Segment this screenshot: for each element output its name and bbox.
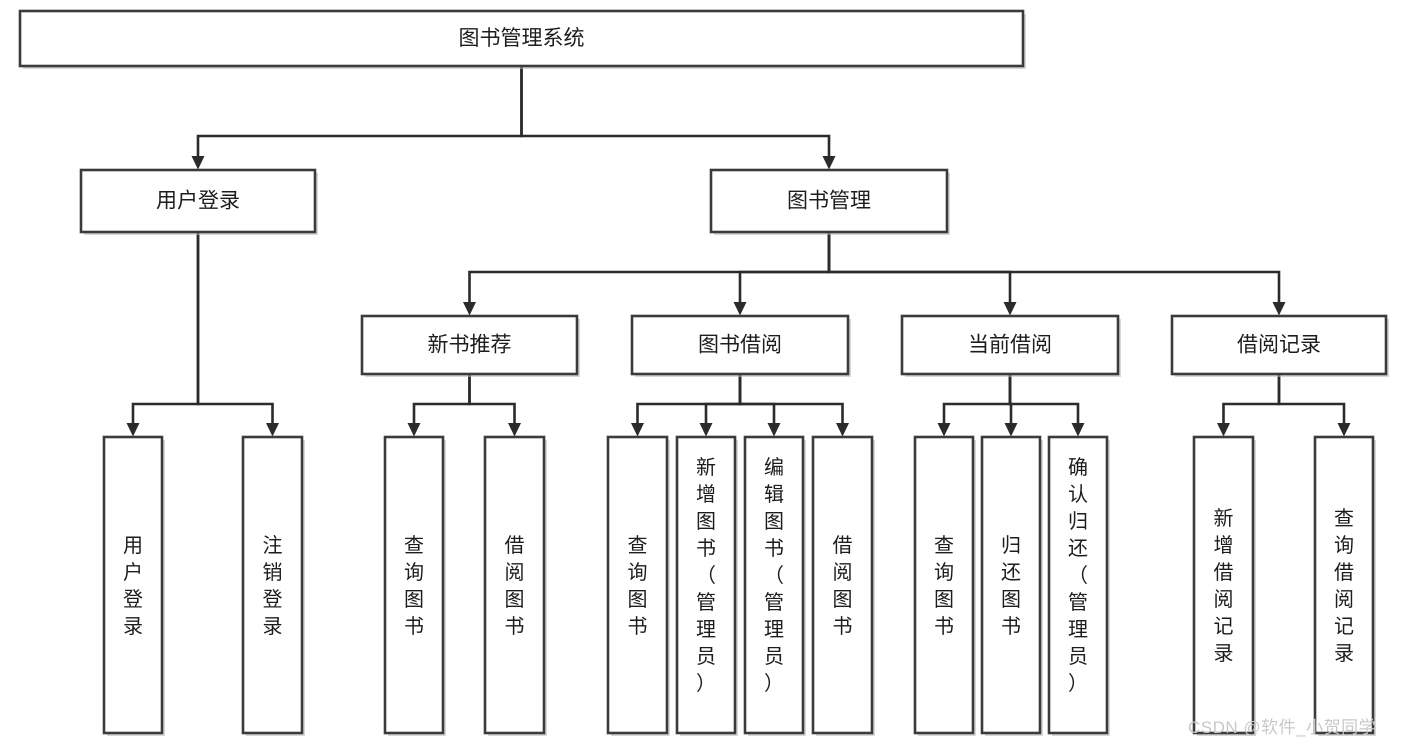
arrow-head-icon bbox=[1003, 302, 1017, 316]
node-rect[interactable] bbox=[102, 435, 164, 735]
node-label: 图书管理 bbox=[787, 190, 871, 213]
node-label: 新增图书（管理员） bbox=[696, 456, 716, 695]
arrow-head-icon bbox=[407, 423, 421, 437]
node-rect[interactable] bbox=[1170, 314, 1388, 376]
node-leaf-return-book[interactable]: 归还图书 bbox=[980, 435, 1043, 736]
node-current-borrow[interactable]: 当前借阅 bbox=[900, 314, 1121, 377]
connector-book-borrow-to-leaf-add-book bbox=[699, 374, 742, 437]
arrow-head-icon bbox=[463, 302, 476, 316]
nodes-layer: 图书管理系统用户登录图书管理新书推荐图书借阅当前借阅借阅记录用户登录注销登录查询… bbox=[18, 9, 1389, 736]
node-rect[interactable] bbox=[79, 168, 317, 234]
node-rect[interactable] bbox=[630, 314, 850, 376]
arrow-head-icon bbox=[191, 156, 205, 170]
node-rect[interactable] bbox=[675, 435, 737, 735]
arrow-head-icon bbox=[699, 423, 713, 437]
connector-current-borrow-to-leaf-confirm-return bbox=[1008, 374, 1085, 437]
node-leaf-query-book-1[interactable]: 查询图书 bbox=[383, 435, 446, 736]
connector-book-manage-to-book-borrow bbox=[733, 232, 831, 316]
arrow-head-icon bbox=[1071, 423, 1085, 437]
node-leaf-query-book-3[interactable]: 查询图书 bbox=[913, 435, 976, 736]
connector-borrow-record-to-leaf-add-record bbox=[1217, 374, 1281, 437]
node-leaf-user-logout[interactable]: 注销登录 bbox=[241, 435, 305, 736]
node-label: 图书管理系统 bbox=[459, 27, 585, 50]
node-leaf-add-record[interactable]: 新增借阅记录 bbox=[1192, 435, 1256, 736]
node-root[interactable]: 图书管理系统 bbox=[18, 9, 1026, 69]
node-rect[interactable] bbox=[606, 435, 669, 735]
node-new-book-rec[interactable]: 新书推荐 bbox=[360, 314, 580, 377]
node-rect[interactable] bbox=[709, 168, 949, 234]
node-rect[interactable] bbox=[900, 314, 1120, 376]
connector-root-to-book-manage bbox=[520, 66, 836, 170]
node-rect[interactable] bbox=[18, 9, 1025, 68]
node-leaf-confirm-return[interactable]: 确认归还（管理员） bbox=[1047, 435, 1110, 736]
arrow-head-icon bbox=[266, 423, 279, 437]
node-leaf-edit-book[interactable]: 编辑图书（管理员） bbox=[743, 435, 806, 736]
node-label: 编辑图书（管理员） bbox=[764, 456, 784, 695]
node-leaf-query-record[interactable]: 查询借阅记录 bbox=[1313, 435, 1376, 736]
node-borrow-record[interactable]: 借阅记录 bbox=[1170, 314, 1389, 377]
node-label: 归还图书 bbox=[1001, 534, 1021, 638]
node-rect[interactable] bbox=[360, 314, 579, 376]
connector-new-book-rec-to-leaf-borrow-book-1 bbox=[468, 374, 521, 437]
node-label: 查询图书 bbox=[934, 534, 954, 638]
arrow-head-icon bbox=[1217, 423, 1230, 437]
connector-book-manage-to-borrow-record bbox=[827, 232, 1286, 316]
node-book-borrow[interactable]: 图书借阅 bbox=[630, 314, 851, 377]
node-rect[interactable] bbox=[913, 435, 975, 735]
node-label: 查询图书 bbox=[628, 534, 648, 638]
connector-book-borrow-to-leaf-borrow-book-2 bbox=[738, 374, 849, 437]
connector-new-book-rec-to-leaf-query-book-1 bbox=[407, 374, 471, 437]
node-label: 图书借阅 bbox=[698, 334, 782, 357]
node-label: 注销登录 bbox=[263, 534, 283, 638]
node-leaf-query-book-2[interactable]: 查询图书 bbox=[606, 435, 670, 736]
node-label: 借阅图书 bbox=[833, 534, 853, 638]
arrow-head-icon bbox=[733, 302, 747, 316]
node-leaf-user-login[interactable]: 用户登录 bbox=[102, 435, 165, 736]
node-book-manage[interactable]: 图书管理 bbox=[709, 168, 950, 235]
arrow-head-icon bbox=[126, 423, 140, 437]
node-label: 确认归还（管理员） bbox=[1068, 456, 1088, 695]
node-leaf-add-book[interactable]: 新增图书（管理员） bbox=[675, 435, 738, 736]
node-rect[interactable] bbox=[980, 435, 1042, 735]
arrow-head-icon bbox=[836, 423, 849, 437]
connector-borrow-record-to-leaf-query-record bbox=[1277, 374, 1351, 437]
arrow-head-icon bbox=[631, 423, 644, 437]
arrow-head-icon bbox=[1004, 423, 1018, 437]
connector-book-manage-to-new-book-rec bbox=[463, 232, 831, 316]
node-label: 查询图书 bbox=[404, 534, 424, 638]
connector-user-login-to-leaf-user-logout bbox=[196, 232, 279, 437]
node-label: 借阅记录 bbox=[1237, 334, 1321, 357]
node-rect[interactable] bbox=[1192, 435, 1255, 735]
edges-layer bbox=[126, 66, 1351, 437]
node-label: 用户登录 bbox=[123, 535, 143, 638]
node-leaf-borrow-book-1[interactable]: 借阅图书 bbox=[483, 435, 547, 736]
connector-current-borrow-to-leaf-query-book-3 bbox=[937, 374, 1012, 437]
node-label: 借阅图书 bbox=[505, 534, 525, 638]
watermark-text: CSDN @软件_小贺同学 bbox=[1188, 718, 1377, 737]
arrow-head-icon bbox=[767, 423, 781, 437]
node-rect[interactable] bbox=[1047, 435, 1109, 735]
node-label: 用户登录 bbox=[156, 190, 240, 213]
arrow-head-icon bbox=[1272, 302, 1286, 316]
node-rect[interactable] bbox=[383, 435, 445, 735]
node-rect[interactable] bbox=[743, 435, 805, 735]
node-rect[interactable] bbox=[241, 435, 304, 735]
node-user-login[interactable]: 用户登录 bbox=[79, 168, 318, 235]
connector-root-to-user-login bbox=[191, 66, 523, 170]
node-label: 新书推荐 bbox=[428, 334, 512, 357]
arrow-head-icon bbox=[822, 156, 836, 170]
connector-user-login-to-leaf-user-login bbox=[126, 232, 200, 437]
node-leaf-borrow-book-2[interactable]: 借阅图书 bbox=[811, 435, 875, 736]
arrow-head-icon bbox=[937, 423, 951, 437]
node-label: 当前借阅 bbox=[968, 334, 1052, 357]
node-rect[interactable] bbox=[483, 435, 546, 735]
node-rect[interactable] bbox=[811, 435, 874, 735]
node-label: 新增借阅记录 bbox=[1214, 507, 1234, 665]
connector-book-manage-to-current-borrow bbox=[827, 232, 1017, 316]
arrow-head-icon bbox=[1337, 423, 1351, 437]
node-rect[interactable] bbox=[1313, 435, 1375, 735]
arrow-head-icon bbox=[508, 423, 521, 437]
node-label: 查询借阅记录 bbox=[1334, 507, 1354, 665]
